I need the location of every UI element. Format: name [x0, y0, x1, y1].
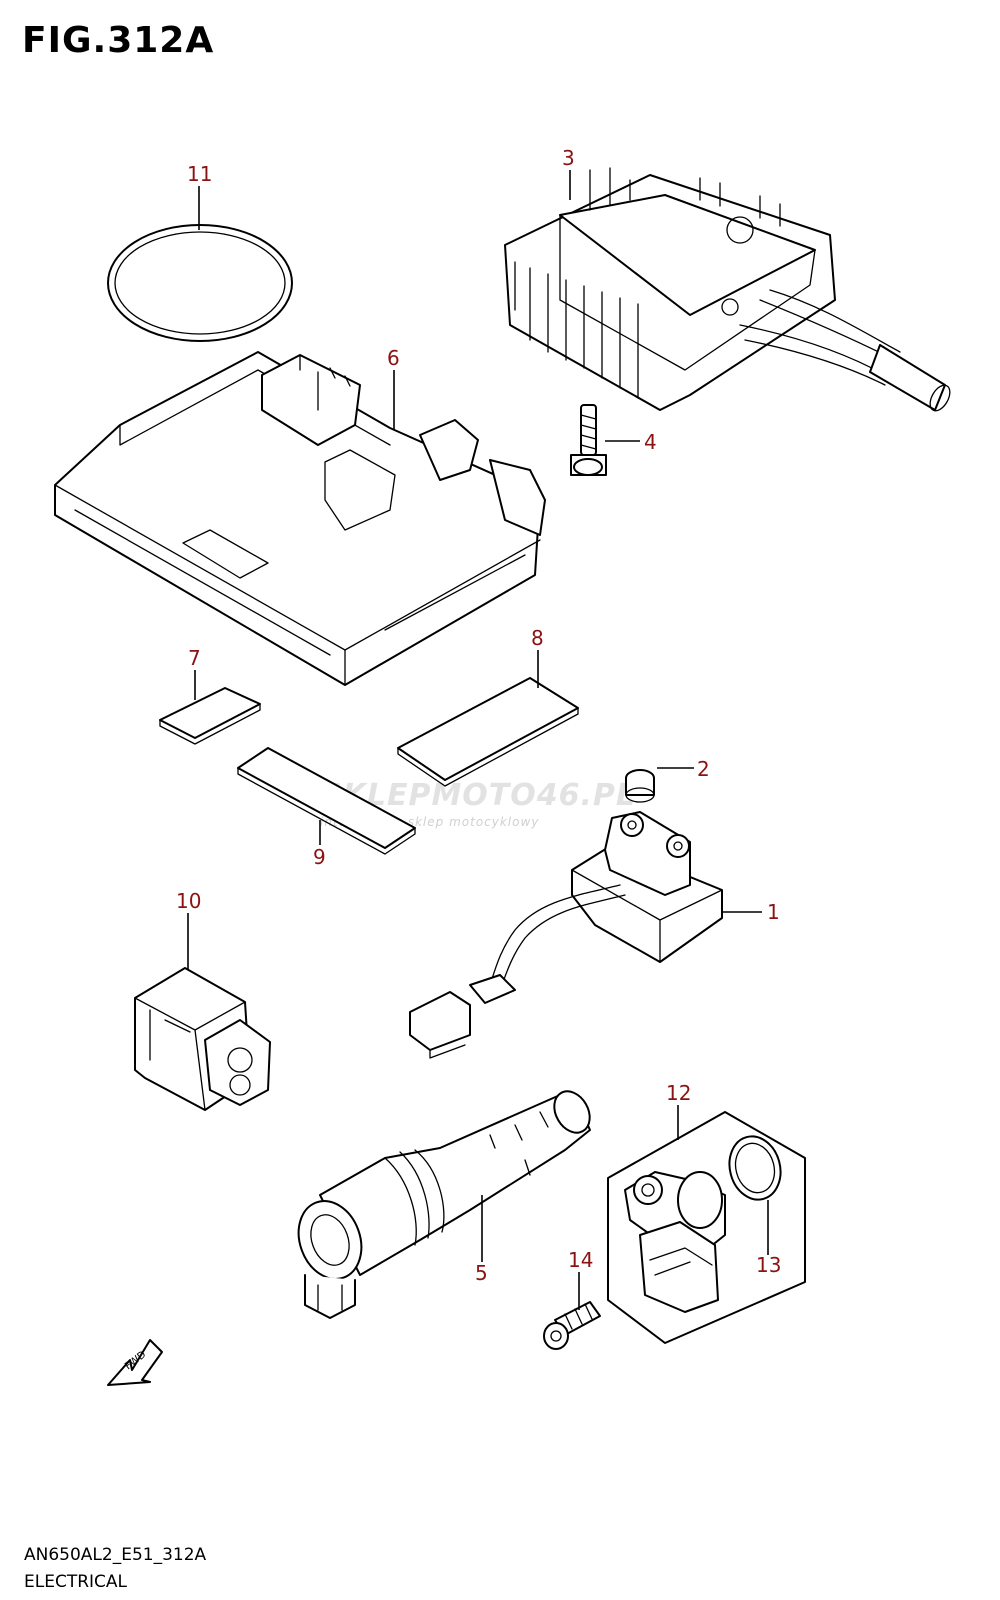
fwd-arrow-icon: FWD [107, 1339, 163, 1386]
part-8-pad [397, 677, 579, 787]
part-11-oring [107, 224, 293, 342]
part-12-sensor-set [607, 1111, 806, 1344]
callout-5: 5 [475, 1261, 488, 1285]
callout-10: 10 [176, 889, 201, 913]
callout-14: 14 [568, 1248, 593, 1272]
callout-3: 3 [562, 146, 575, 170]
callout-4: 4 [644, 430, 657, 454]
part-1-relay [409, 811, 723, 1059]
callout-11: 11 [187, 162, 212, 186]
part-10-connector [134, 967, 271, 1111]
callout-1: 1 [767, 900, 780, 924]
figure-title: FIG.312A [22, 20, 215, 61]
part-14-bolt [543, 1301, 601, 1350]
callout-2: 2 [697, 757, 710, 781]
callout-9: 9 [313, 845, 326, 869]
part-7-pad [159, 687, 261, 745]
callout-8: 8 [531, 626, 544, 650]
part-2-bolt [625, 769, 655, 803]
leader-lines [187, 170, 769, 1310]
part-13-oring [728, 1135, 782, 1201]
part-5-ignition-coil [297, 1090, 591, 1319]
callout-numbers: 1 2 3 4 5 6 7 8 9 10 11 12 13 14 [176, 146, 781, 1285]
callout-13: 13 [756, 1253, 781, 1277]
callout-7: 7 [188, 646, 201, 670]
part-6-ecm [54, 351, 546, 686]
part-9-pad [237, 747, 416, 855]
diagram-code: AN650AL2_E51_312A [24, 1545, 207, 1565]
callout-12: 12 [666, 1081, 691, 1105]
part-4-bolt [570, 404, 607, 476]
part-3-regulator [504, 167, 951, 412]
callout-6: 6 [387, 346, 400, 370]
diagram-name: ELECTRICAL [24, 1572, 128, 1592]
